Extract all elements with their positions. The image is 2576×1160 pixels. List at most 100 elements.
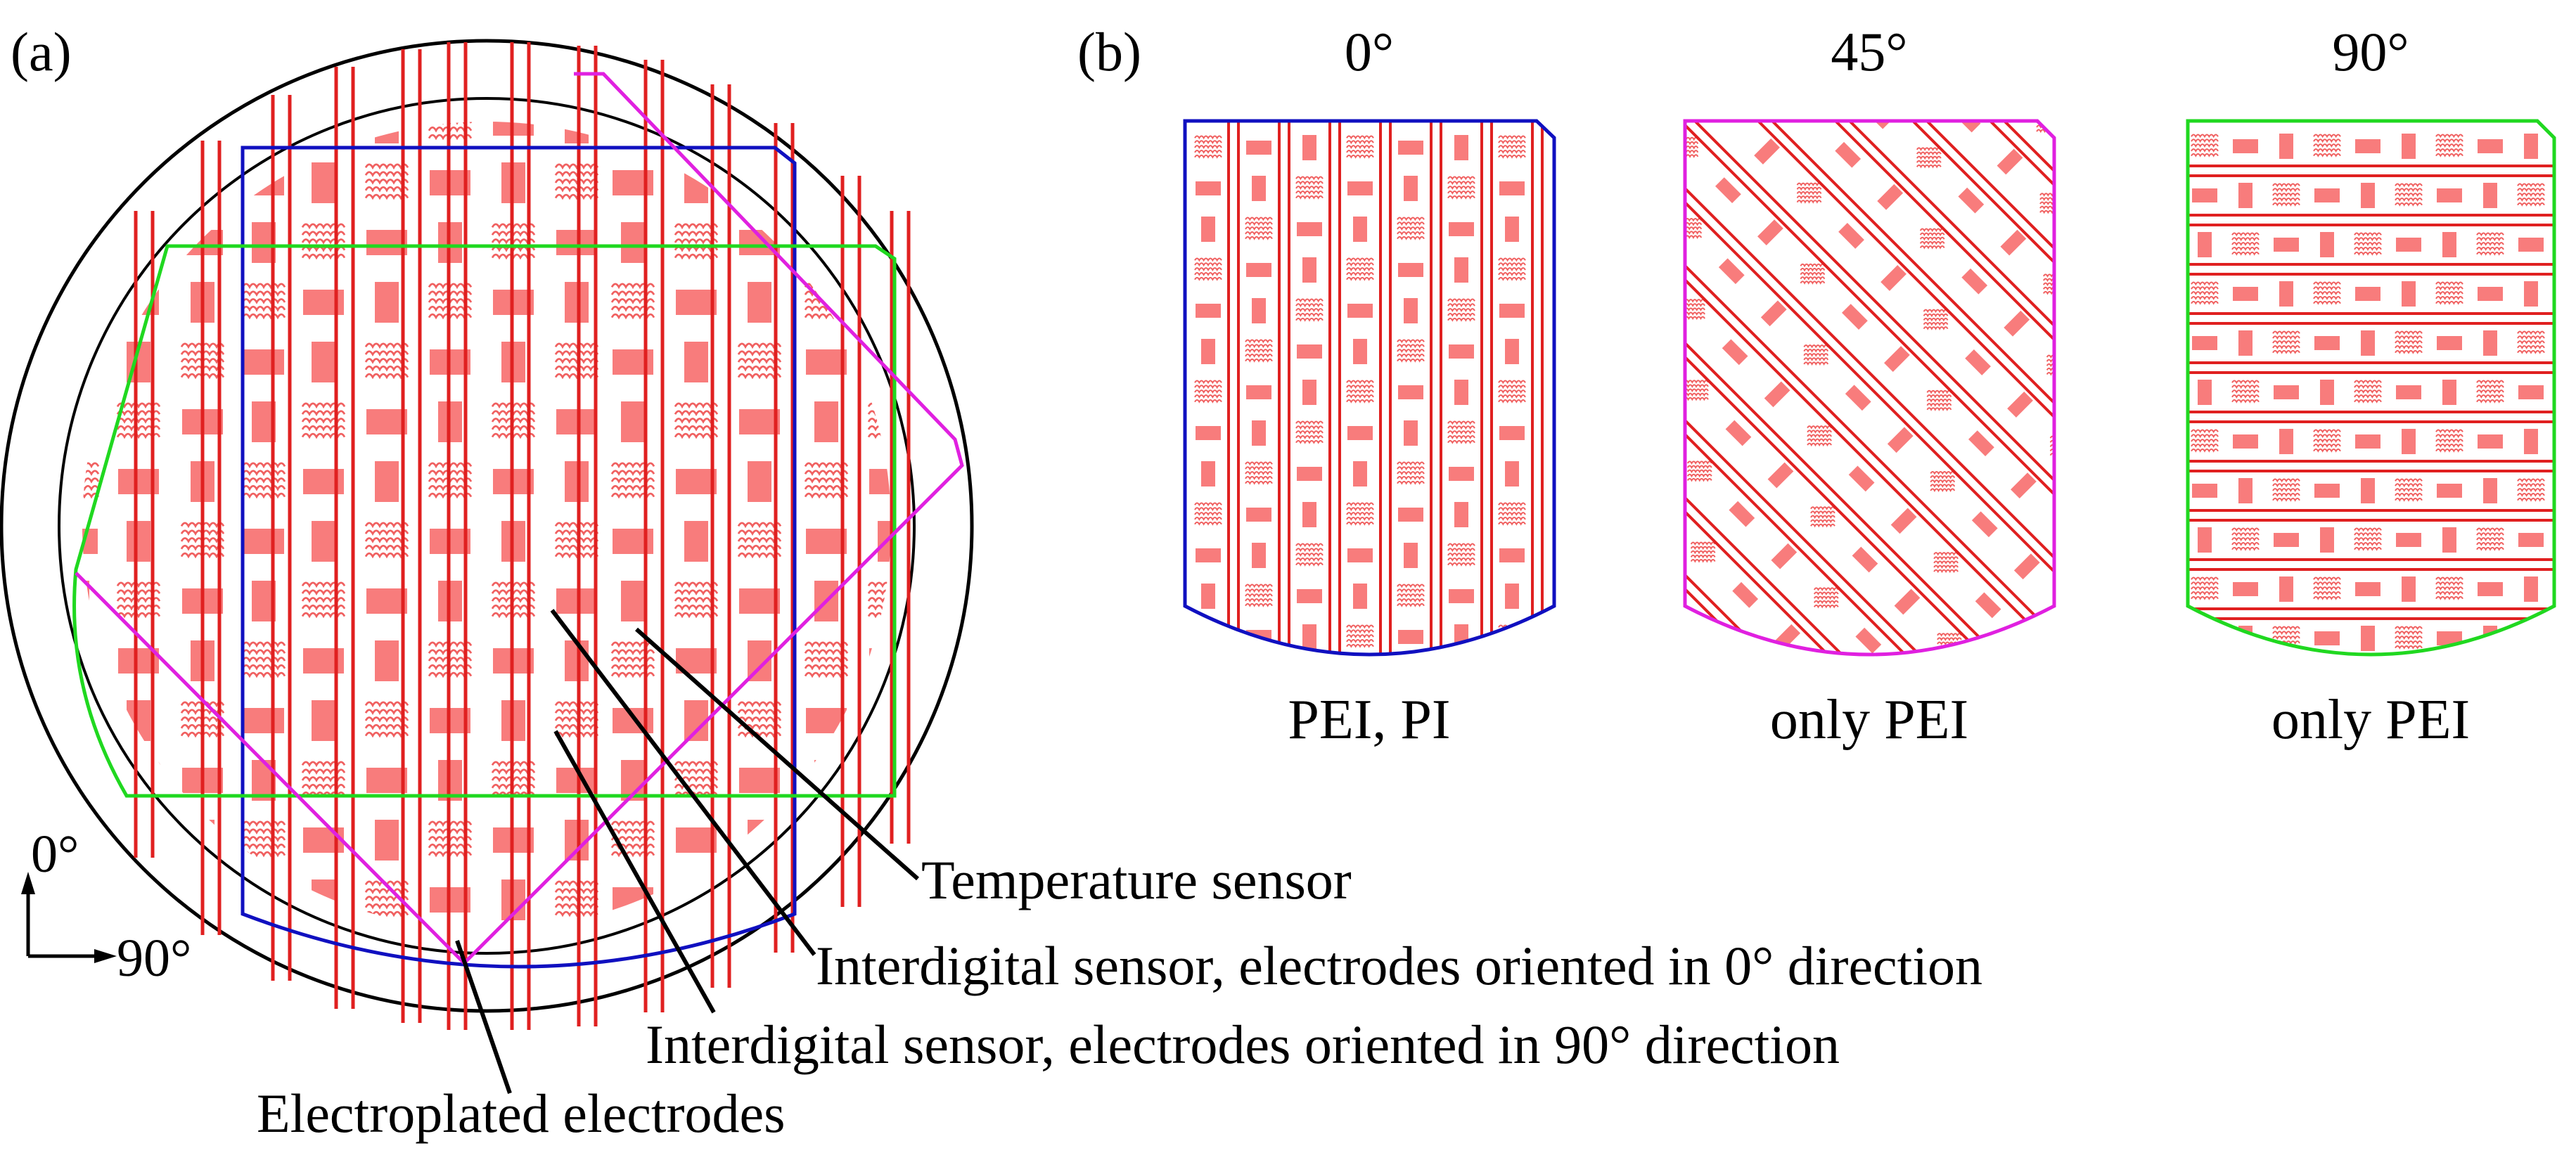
interdigital-sensor — [1616, 698, 1642, 724]
temperature-sensor — [1498, 502, 1526, 526]
temperature-sensor — [1447, 176, 1475, 200]
temperature-sensor — [1571, 578, 1595, 597]
temperature-sensor — [2313, 576, 2341, 600]
temperature-sensor — [1568, 497, 1592, 516]
temperature-sensor-meander — [2293, 446, 2317, 465]
interdigital-sensor — [1353, 339, 1367, 364]
temperature-sensor — [804, 462, 849, 499]
wafer-outer-circle — [0, 39, 974, 1013]
temperature-sensor-meander — [674, 402, 719, 439]
temperature-sensor-meander — [554, 163, 599, 200]
temperature-sensor — [1933, 552, 1959, 574]
interdigital-sensor — [2396, 385, 2421, 399]
interdigital-sensor — [312, 879, 335, 920]
temperature-sensor — [1397, 461, 1425, 485]
interdigital-sensor — [2442, 232, 2456, 257]
temperature-sensor — [674, 223, 719, 260]
interdigital-sensor — [2194, 36, 2220, 62]
interdigital-sensor — [1901, 751, 1927, 777]
temperature-sensor-meander — [364, 163, 409, 200]
interdigital-sensor — [2137, 599, 2163, 625]
interdigital-sensor — [2437, 484, 2462, 498]
temperature-sensor-meander — [301, 761, 346, 798]
temperature-sensor — [302, 941, 345, 975]
interdigital-sensor — [2483, 478, 2497, 503]
temperature-sensor-meander — [2231, 232, 2260, 256]
interdigital-sensor — [2370, 366, 2396, 392]
temperature-sensor — [610, 820, 655, 858]
interdigital-sensor — [878, 162, 891, 203]
temperature-sensor-meander — [1447, 298, 1475, 322]
temperature-sensor — [674, 581, 719, 619]
electrode-line — [1685, 408, 2054, 655]
temperature-sensor-meander — [1828, 912, 1852, 931]
interdigital-sensor — [1718, 258, 1745, 285]
axis-label-90deg: 90° — [117, 929, 191, 988]
temperature-sensor-meander — [737, 522, 782, 559]
temperature-sensor-meander — [1498, 257, 1526, 281]
interdigital-sensor — [2198, 380, 2212, 405]
temperature-sensor-meander — [2272, 330, 2300, 354]
interdigital-sensor — [684, 700, 708, 741]
temperature-sensor-meander — [1923, 309, 1949, 330]
temperature-sensor-meander — [1194, 624, 1222, 648]
temperature-sensor-meander — [2435, 281, 2463, 305]
interdigital-sensor — [1196, 181, 1221, 195]
electrode-line — [1685, 485, 2054, 655]
temperature-sensor-meander — [2057, 598, 2081, 617]
interdigital-sensor — [2130, 437, 2156, 463]
temperature-sensor — [2272, 330, 2300, 354]
interdigital-sensor — [1606, 456, 1632, 482]
interdigital-sensor — [1771, 543, 1798, 569]
interdigital-sensor — [312, 700, 335, 741]
temperature-sensor — [1821, 750, 1845, 769]
interdigital-sensor — [1302, 502, 1316, 527]
interdigital-sensor — [2320, 527, 2334, 553]
sample-0deg: 0° PEI, PI — [1183, 21, 1556, 751]
annotation-leader-lines — [455, 609, 919, 1094]
temperature-sensor — [1447, 420, 1475, 444]
temperature-sensor-meander — [1818, 669, 1842, 688]
temperature-sensor — [1194, 502, 1222, 526]
temperature-sensor-meander — [1565, 416, 1589, 435]
temperature-sensor-meander — [1346, 135, 1374, 159]
interdigital-sensor — [1655, 659, 1681, 685]
interdigital-sensor — [1499, 304, 1525, 318]
interdigital-sensor — [366, 409, 407, 434]
temperature-sensor-meander — [2395, 478, 2423, 502]
interdigital-sensor — [2361, 626, 2375, 651]
interdigital-sensor — [375, 640, 399, 681]
temperature-sensor-meander — [1575, 659, 1598, 678]
electrode-line — [1685, 190, 2054, 586]
temperature-sensor-meander — [1558, 254, 1582, 273]
temperature-sensor — [301, 223, 346, 260]
temperature-sensor — [241, 641, 286, 678]
temperature-sensor — [1498, 380, 1526, 404]
temperature-sensor — [1346, 257, 1374, 281]
temperature-sensor — [2053, 516, 2054, 538]
temperature-sensor — [1813, 587, 1839, 609]
interdigital-sensor — [1499, 548, 1525, 562]
interdigital-sensor — [1599, 294, 1625, 320]
temperature-sensor — [804, 641, 849, 678]
label-electroplated-electrodes: Electroplated electrodes — [257, 1083, 785, 1144]
interdigital-sensor — [2320, 380, 2334, 405]
interdigital-sensor — [676, 290, 717, 315]
temperature-sensor — [2156, 77, 2180, 96]
temperature-sensor — [241, 820, 286, 858]
interdigital-sensor — [814, 401, 838, 442]
temperature-sensor — [1685, 217, 1703, 240]
interdigital-sensor — [565, 820, 589, 861]
temperature-sensor-meander — [1933, 552, 1959, 574]
electrode-line — [1685, 121, 2054, 509]
interdigital-sensor — [2238, 183, 2253, 208]
interdigital-sensor — [1828, 0, 1854, 6]
sample-0deg-pattern — [1194, 121, 1544, 655]
axis-up-arrowhead — [21, 872, 35, 894]
axis-right-arrowhead — [94, 949, 117, 963]
interdigital-sensor — [1845, 385, 1871, 411]
temperature-sensor-meander — [1498, 502, 1526, 526]
panel-b: (b) 0° PEI, PI 45° only PEI 90° only PEI — [1077, 0, 2556, 931]
sample-0deg-caption: PEI, PI — [1288, 689, 1450, 751]
temperature-sensor-meander — [2283, 204, 2307, 223]
